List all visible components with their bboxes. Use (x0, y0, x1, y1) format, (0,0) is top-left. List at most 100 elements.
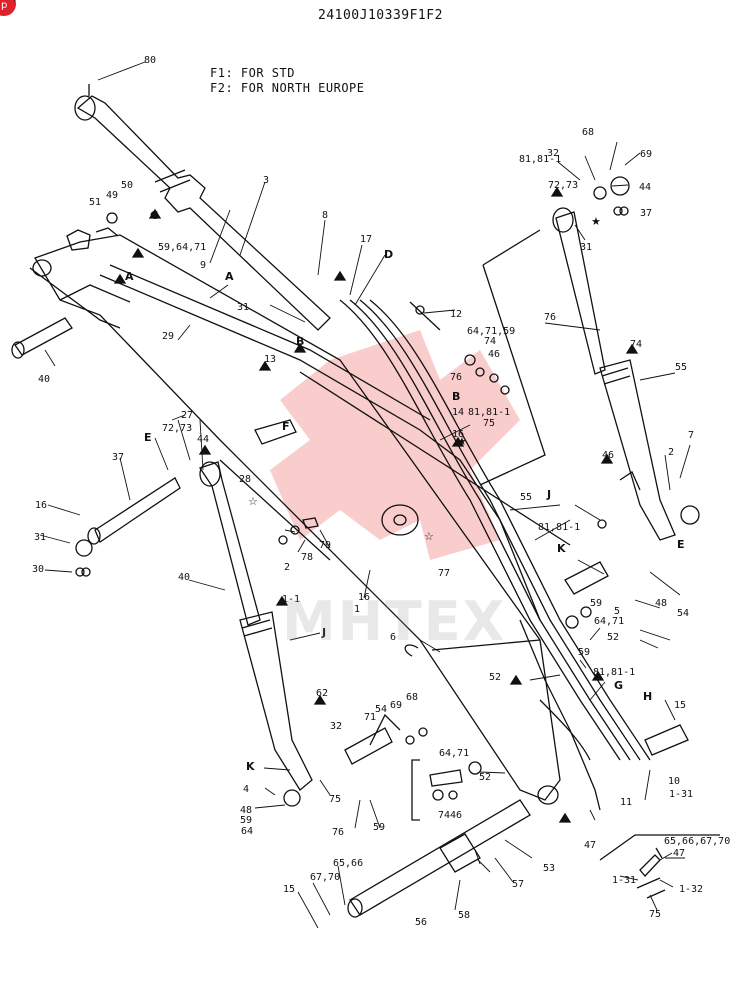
part-label: 1-31 (612, 875, 636, 886)
part-label: 81,81-1 (593, 667, 635, 678)
part-label: 75 (483, 418, 495, 429)
hoses (99, 264, 651, 811)
pin-28 (87, 477, 181, 545)
part-label: B (452, 390, 460, 403)
part-label: 3 (263, 175, 269, 186)
part-label: 9 (200, 260, 206, 271)
corner-badge-text: p (1, 0, 8, 11)
part-label: 59,64,71 (158, 242, 206, 253)
part-label: 55 (520, 492, 532, 503)
part-label: 30 (0, 0, 12, 3)
part-label: 2 (284, 562, 290, 573)
part-label: 76 (332, 827, 344, 838)
part-label: 44 (639, 182, 651, 193)
part-label: 65,66 (333, 858, 363, 869)
small-parts (75, 176, 700, 899)
part-label: 46 (488, 349, 500, 360)
part-label: 47 (673, 848, 685, 859)
part-label: 15 (674, 700, 686, 711)
part-label: A (225, 270, 234, 283)
corner-badge: p (0, 0, 16, 16)
part-label: 55 (675, 362, 687, 373)
part-label: F (282, 420, 290, 433)
boom-cylinder-left (198, 461, 313, 791)
part-label: 64,71 (594, 616, 624, 627)
part-label: 49 (106, 190, 118, 201)
part-label: 50 (121, 180, 133, 191)
part-label: 57 (512, 879, 524, 890)
part-label: 6 (390, 632, 396, 643)
part-label: 37 (640, 208, 652, 219)
pin-29 (11, 317, 73, 359)
part-label: 37 (112, 452, 124, 463)
part-label: 31 (237, 302, 249, 313)
part-label: 53 (543, 863, 555, 874)
part-label: 72,73 (548, 180, 578, 191)
part-label: C (150, 209, 158, 222)
part-label: 68 (406, 692, 418, 703)
part-label: 16 (358, 592, 370, 603)
part-label: 78 (301, 552, 313, 563)
arm-body (29, 227, 561, 805)
part-label: 62 (316, 688, 328, 699)
part-label: 8 (322, 210, 328, 221)
part-label: 69 (390, 700, 402, 711)
part-label: 11 (620, 797, 632, 808)
part-label: 52 (479, 772, 491, 783)
part-label: 32 (547, 148, 559, 159)
note-north-europe: F2: FOR NORTH EUROPE (210, 81, 365, 95)
marker-star-filled: ★ (457, 435, 467, 448)
part-label: 75 (329, 794, 341, 805)
part-label: 76 (450, 372, 462, 383)
watermark-text: MHTEX (282, 590, 507, 653)
part-label: 76 (544, 312, 556, 323)
part-label: 74 (484, 336, 496, 347)
part-label: 64,71,59 (467, 326, 515, 337)
part-label: 16 (452, 429, 464, 440)
part-label: 31 (580, 242, 592, 253)
part-label: 69 (640, 149, 652, 160)
part-label: 54 (375, 704, 387, 715)
part-label: 40 (178, 572, 190, 583)
marker-star-open: ☆ (248, 495, 258, 508)
part-label: 71 (364, 712, 376, 723)
part-label: 79 (319, 540, 331, 551)
part-label: 75 (649, 909, 661, 920)
note-std: F1: FOR STD (210, 66, 295, 80)
part-label: 52 (607, 632, 619, 643)
marker-star-open: ☆ (424, 530, 434, 543)
part-label: D (384, 248, 393, 261)
part-label: 31 (34, 532, 46, 543)
part-label: 64,71 (439, 748, 469, 759)
part-label: K (557, 542, 566, 555)
part-label: 40 (0, 0, 12, 3)
part-label: 77 (438, 568, 450, 579)
drawing-code: 24100J10339F1F2 (318, 8, 443, 23)
part-label: 32 (330, 721, 342, 732)
marker-star-filled: ★ (591, 215, 601, 228)
boom-cylinder-right (552, 207, 676, 541)
leader-lines (39, 61, 691, 929)
part-label: 47 (584, 840, 596, 851)
part-label: G (614, 679, 623, 692)
section-arrows (113, 186, 639, 823)
part-label: 59 (240, 815, 252, 826)
part-label: 59 (578, 647, 590, 658)
pin-53 (347, 799, 531, 918)
part-label: 64,71 (0, 0, 30, 3)
part-label: 52 (489, 672, 501, 683)
part-label: 72,73 (162, 423, 192, 434)
part-label: B (296, 335, 304, 348)
part-label: 13 (264, 354, 276, 365)
part-label: A (125, 270, 134, 283)
part-label: 16 (35, 500, 47, 511)
part-label: E (677, 538, 685, 551)
part-label: 1 (354, 604, 360, 615)
part-label: 1-32 (679, 884, 703, 895)
arm-cylinder (74, 84, 331, 331)
part-label: 10 (668, 776, 680, 787)
part-label: 29 (162, 331, 174, 342)
